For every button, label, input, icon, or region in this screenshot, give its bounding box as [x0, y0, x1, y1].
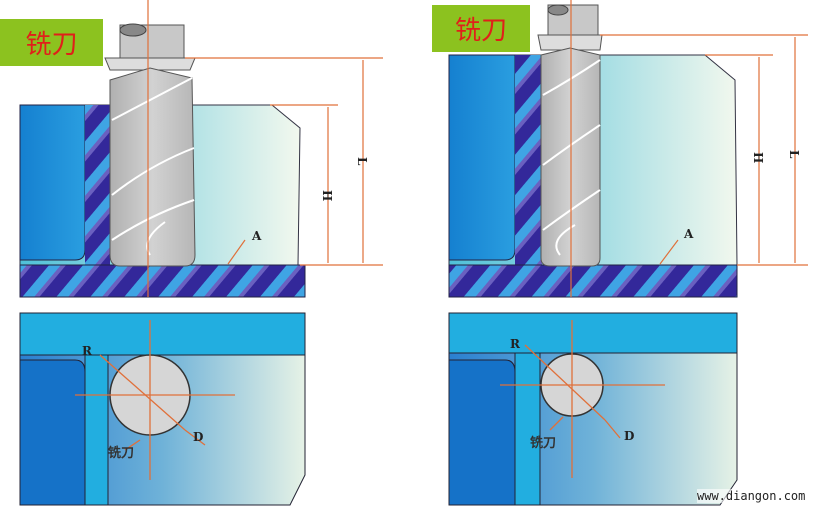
end-mill [104, 23, 196, 267]
dimension-lines [600, 34, 808, 266]
radius-R-label: R [82, 344, 93, 358]
wall-strip [515, 55, 542, 265]
surface-A-label: A [683, 227, 694, 241]
surface-A-label: A [251, 229, 262, 243]
cutter-tag-left: 铣刀 [0, 19, 103, 66]
end-mill [537, 4, 603, 267]
floor-strip [448, 264, 738, 298]
wall-block [448, 54, 516, 261]
diameter-D-label: D [624, 429, 634, 443]
cutter-tag-right: 铣刀 [432, 5, 530, 52]
diameter-D-label: D [193, 430, 203, 444]
floor-strip [19, 264, 306, 298]
dim-H-label: H [751, 152, 765, 163]
radius-R-label: R [510, 337, 521, 351]
bottom-left-panel: R D 铣刀 [19, 312, 306, 506]
watermark: www.diangon.com [697, 489, 806, 503]
dim-L-label: L [787, 150, 801, 159]
bottom-right-panel: R D 铣刀 [448, 312, 738, 506]
cutter-label: 铣刀 [530, 435, 556, 451]
wall-strip [85, 105, 110, 265]
cutter-label: 铣刀 [108, 445, 134, 461]
wall-block [19, 104, 86, 261]
top-right-panel: L H A [448, 0, 808, 298]
dim-L-label: L [355, 157, 369, 166]
dimension-lines [185, 57, 383, 266]
top-left-panel: L H A [19, 0, 383, 298]
dim-H-label: H [320, 190, 334, 201]
